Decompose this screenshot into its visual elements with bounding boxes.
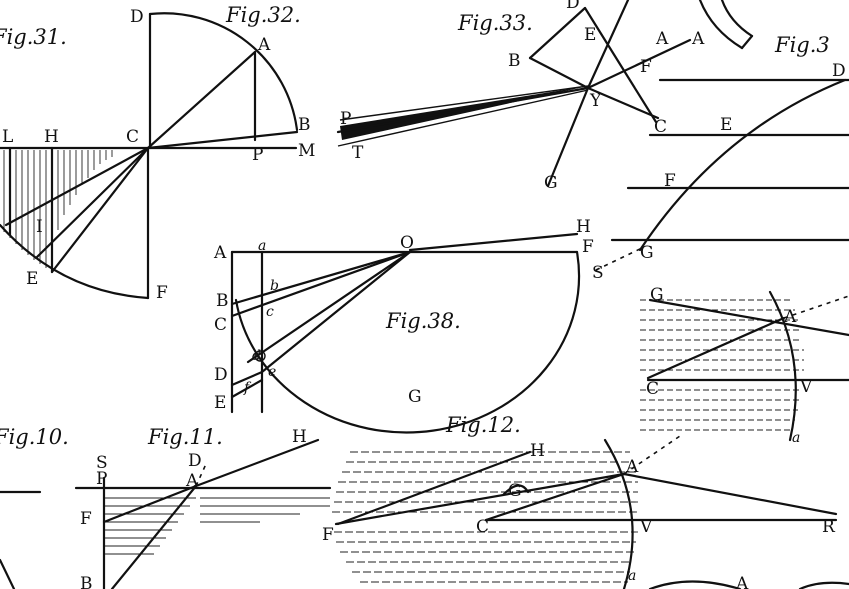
label-A38: A — [213, 243, 227, 263]
label-F: F — [156, 283, 168, 303]
fig-12: Fig.12. H A F C V R a G — [322, 413, 838, 589]
label-H38: H — [576, 217, 591, 237]
label-F11: F — [80, 509, 92, 529]
label-S11: S — [96, 453, 108, 473]
label-H: H — [44, 127, 59, 147]
label-T33: T — [352, 143, 364, 163]
fig-10: Fig.10. — [0, 425, 69, 589]
label-O38: O — [400, 233, 414, 253]
label-E34: E — [720, 115, 732, 135]
fig-11-shading — [104, 497, 330, 555]
label-A-bottom: A — [735, 574, 749, 589]
fig-32: Fig.32. D A B P M C F — [126, 3, 315, 303]
label-C: C — [126, 127, 139, 147]
fig-31-title: Fig.31. — [0, 25, 67, 49]
label-G12: G — [508, 481, 522, 501]
label-A11: A — [185, 471, 199, 491]
label-D: D — [130, 7, 144, 27]
label-d38: d — [252, 348, 261, 364]
fig-lens-right: G A C V a — [640, 285, 849, 446]
label-a12: a — [628, 568, 636, 584]
fig-34: Fig.3 D E F G S — [592, 33, 849, 283]
label-P: P — [252, 145, 263, 165]
label-P11: P — [96, 469, 107, 489]
fig-32-title: Fig.32. — [225, 3, 301, 27]
label-H12: H — [530, 441, 545, 461]
label-Y33: Y — [589, 91, 602, 111]
label-C33: C — [654, 117, 667, 137]
label-C12: C — [476, 517, 489, 537]
label-P33: P — [340, 109, 351, 129]
label-G35: G — [650, 285, 664, 305]
label-b38: b — [270, 278, 279, 294]
label-D34: D — [832, 61, 846, 81]
label-F38: F — [582, 237, 594, 257]
fig-31: Fig.31. L H I E — [0, 25, 150, 300]
fig-38: Fig.38. A a O H F B b C c d D e f E G — [213, 217, 594, 434]
fig-34-title: Fig.3 — [774, 33, 830, 57]
label-G33: G — [544, 173, 558, 193]
label-H11: H — [292, 427, 307, 447]
fig-12-shading — [332, 451, 638, 583]
label-A33b: A — [691, 29, 705, 49]
label-e38: e — [268, 364, 276, 380]
label-R12: R — [822, 517, 836, 537]
label-E: E — [26, 269, 38, 289]
label-B33: B — [508, 51, 521, 71]
label-c38: c — [266, 304, 274, 320]
label-A12: A — [625, 457, 639, 477]
label-G34: G — [640, 243, 654, 263]
label-D38: D — [214, 365, 228, 385]
label-B: B — [298, 115, 311, 135]
label-a38: a — [258, 238, 266, 254]
label-V35: V — [799, 377, 813, 397]
label-F12: F — [322, 525, 334, 545]
fig-38-title: Fig.38. — [385, 309, 461, 333]
fig-12-title: Fig.12. — [445, 413, 521, 437]
label-B11: B — [80, 574, 93, 589]
fig-11: Fig.11. S P D H F A B — [74, 425, 332, 589]
label-f38: f — [243, 380, 252, 396]
label-I: I — [36, 217, 43, 237]
label-S34: S — [592, 263, 604, 283]
label-A33: A — [655, 29, 669, 49]
label-F33: F — [640, 57, 652, 77]
label-D33: D — [566, 0, 580, 13]
label-A: A — [257, 35, 271, 55]
fig-33: Fig.33. D E A A B F Y P T C G — [336, 0, 754, 193]
label-E38: E — [214, 393, 226, 413]
label-V12: V — [639, 517, 653, 537]
label-C38: C — [214, 315, 227, 335]
label-E33: E — [584, 25, 596, 45]
label-F34: F — [664, 171, 676, 191]
label-G38: G — [408, 387, 422, 407]
label-M: M — [298, 141, 315, 161]
label-A35: A — [783, 307, 797, 327]
fig-10-title: Fig.10. — [0, 425, 69, 449]
fig-11-title: Fig.11. — [147, 425, 223, 449]
label-B38: B — [216, 291, 229, 311]
label-D11: D — [188, 451, 202, 471]
label-L: L — [2, 127, 13, 147]
label-C35: C — [646, 379, 659, 399]
bottom-right-fragment: A — [648, 574, 849, 589]
fig-31-shading — [3, 150, 113, 268]
fig-33-title: Fig.33. — [457, 11, 533, 35]
label-a35: a — [792, 430, 800, 446]
